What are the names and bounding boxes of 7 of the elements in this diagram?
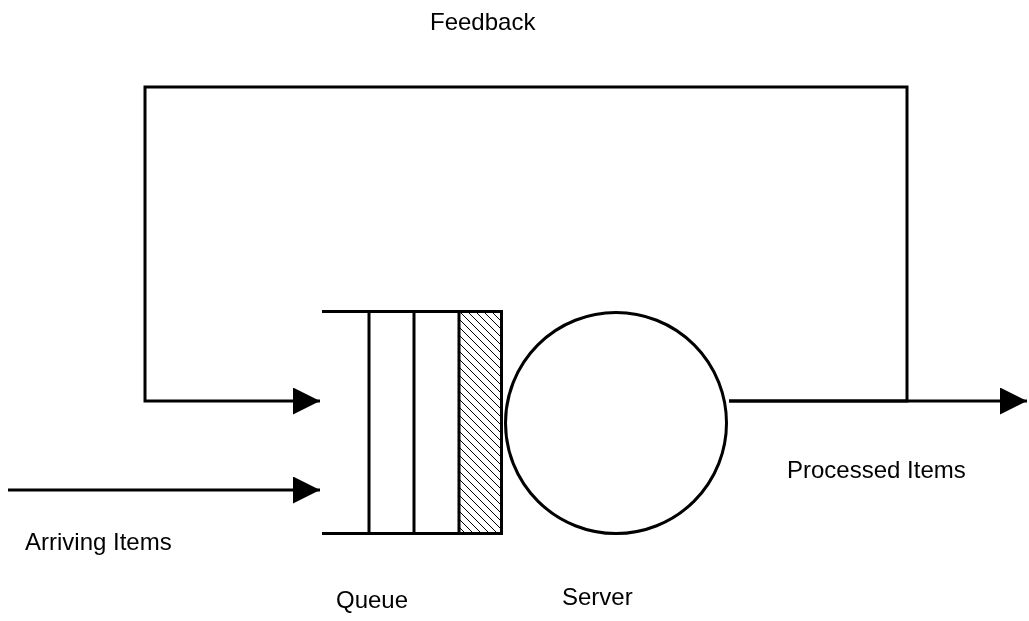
node-label: Server bbox=[562, 583, 633, 611]
arrow bbox=[8, 476, 320, 504]
edge-label: Arriving Items bbox=[25, 528, 172, 556]
edge-label: Processed Items bbox=[787, 456, 966, 484]
edge-label: Feedback bbox=[430, 8, 536, 36]
arrow bbox=[143, 85, 909, 415]
node-label: Queue bbox=[336, 586, 409, 614]
